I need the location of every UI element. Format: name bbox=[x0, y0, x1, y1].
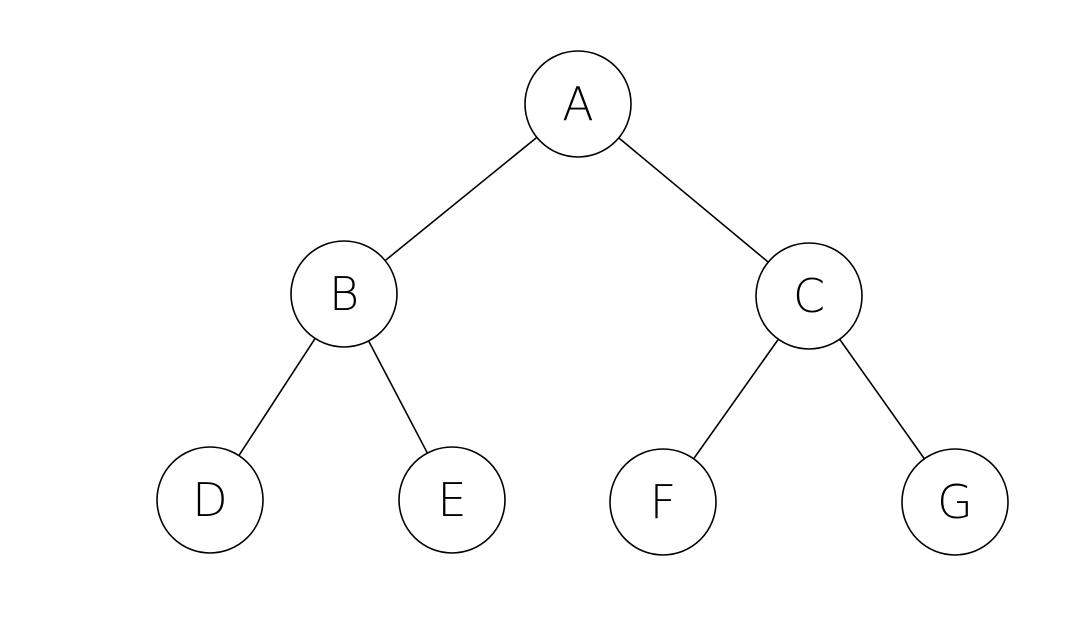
node-circle-e bbox=[398, 446, 506, 554]
node-e: E bbox=[398, 446, 506, 554]
edge-c-f bbox=[692, 338, 780, 460]
node-circle-b bbox=[290, 240, 398, 348]
edge-b-d bbox=[238, 337, 316, 457]
node-circle-a bbox=[524, 50, 632, 158]
node-g: G bbox=[901, 448, 1009, 556]
node-c: C bbox=[755, 242, 863, 350]
edge-b-e bbox=[367, 340, 429, 454]
node-label-a: A bbox=[562, 77, 593, 131]
edge-c-g bbox=[838, 338, 926, 460]
node-label-d: D bbox=[192, 473, 227, 527]
node-a: A bbox=[524, 50, 632, 158]
node-circle-c bbox=[755, 242, 863, 350]
node-circle-f bbox=[609, 448, 717, 556]
node-d: D bbox=[156, 446, 264, 554]
edge-a-c bbox=[618, 137, 769, 263]
node-label-e: E bbox=[437, 473, 466, 527]
node-label-g: G bbox=[937, 475, 973, 529]
node-label-f: F bbox=[650, 475, 676, 529]
node-f: F bbox=[609, 448, 717, 556]
node-circle-g bbox=[901, 448, 1009, 556]
tree-edges bbox=[238, 136, 926, 460]
node-circle-d bbox=[156, 446, 264, 554]
tree-nodes: A B C D E F G bbox=[156, 50, 1009, 556]
node-b: B bbox=[290, 240, 398, 348]
node-label-b: B bbox=[329, 267, 359, 321]
node-label-c: C bbox=[793, 269, 825, 323]
edge-a-b bbox=[384, 136, 538, 262]
